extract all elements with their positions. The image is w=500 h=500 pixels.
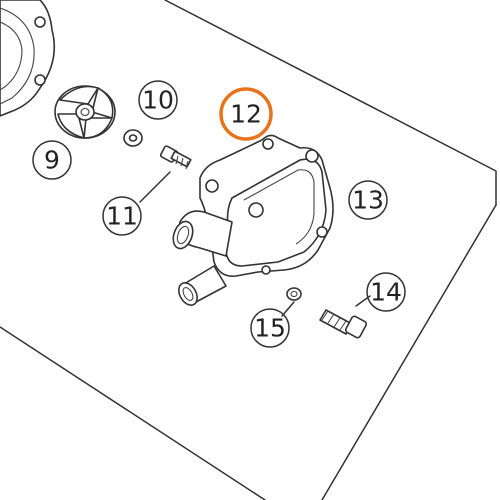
callout-12: 12 xyxy=(219,87,273,141)
callout-label-14: 14 xyxy=(370,278,402,307)
o-ring-icon xyxy=(286,287,302,301)
pump-cover-icon xyxy=(172,134,334,306)
leader-line-11 xyxy=(139,171,171,203)
callout-label-13: 13 xyxy=(352,186,384,215)
callout-label-15: 15 xyxy=(254,314,286,343)
callout-9: 9 xyxy=(32,140,72,180)
callout-label-10: 10 xyxy=(142,86,174,115)
callout-13: 13 xyxy=(348,180,388,220)
screw-icon xyxy=(159,145,192,170)
callout-10: 10 xyxy=(138,80,178,120)
callout-highlight-ring xyxy=(219,87,273,141)
callout-14: 14 xyxy=(366,272,406,312)
callout-label-12: 12 xyxy=(230,100,262,129)
callout-label-9: 9 xyxy=(44,146,60,175)
washer-icon xyxy=(123,129,143,147)
screw-icon xyxy=(319,309,368,339)
pump-housing-ring-icon xyxy=(0,0,56,117)
callout-11: 11 xyxy=(102,196,142,236)
impeller-icon xyxy=(54,85,116,139)
leader-line-15 xyxy=(281,301,295,317)
callout-15: 15 xyxy=(250,308,290,348)
callout-label-11: 11 xyxy=(106,202,138,231)
